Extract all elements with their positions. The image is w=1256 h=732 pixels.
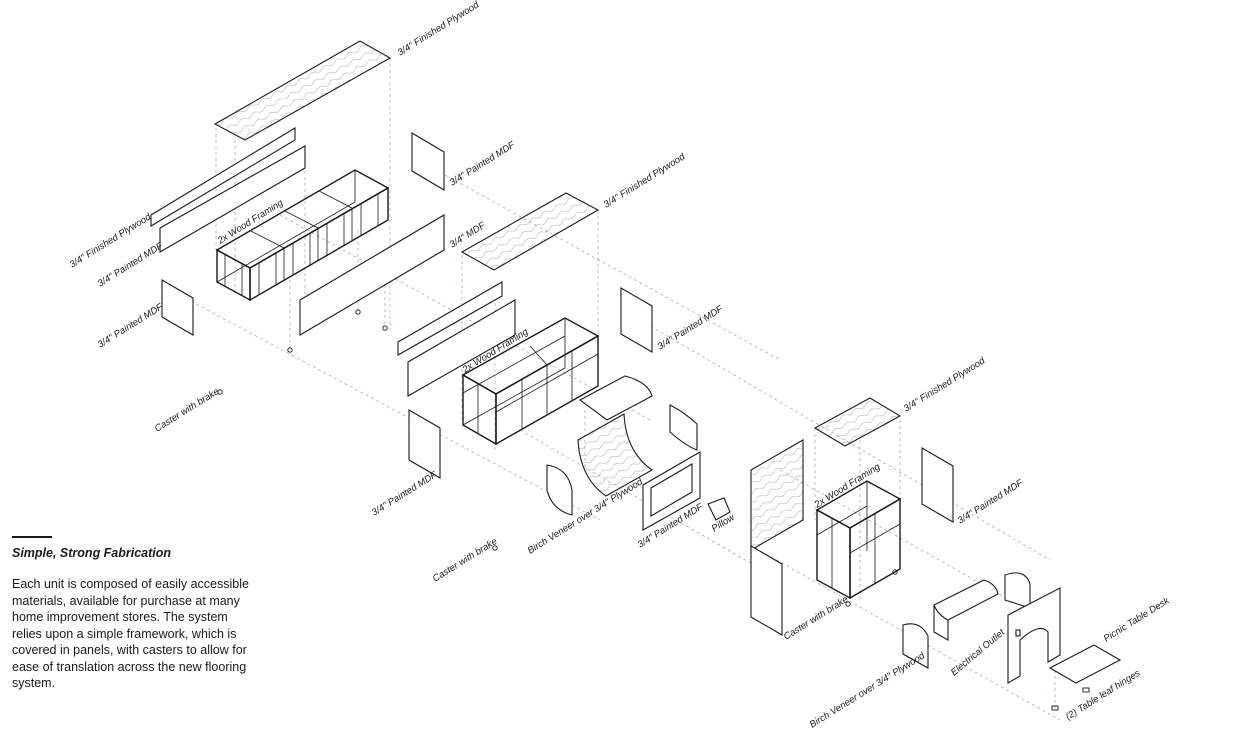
unit2-pillow bbox=[707, 497, 731, 521]
unit3-bench-end bbox=[1004, 572, 1031, 609]
label-unit2-caster: Caster with brake bbox=[431, 536, 500, 585]
unit3-end-mdf bbox=[921, 447, 954, 523]
unit-2: 3/4" Finished Plywood 3/4" Painted MDF 2… bbox=[370, 151, 738, 584]
label-unit2-end-upper-mdf: 3/4" Painted MDF bbox=[656, 303, 726, 353]
unit1-end-lower-mdf bbox=[161, 279, 194, 336]
label-unit1-end-lower-mdf: 3/4" Painted MDF bbox=[96, 301, 166, 351]
label-unit2-end-lower-mdf: 3/4" Painted MDF bbox=[370, 469, 440, 519]
unit2-end-lower-mdf bbox=[408, 409, 441, 479]
caption-block: Simple, Strong Fabrication Each unit is … bbox=[12, 536, 252, 692]
label-unit2-veneer: Birch Veneer over 3/4" Plywood bbox=[526, 476, 646, 556]
unit3-casters bbox=[845, 569, 898, 607]
unit1-end-upper-mdf bbox=[411, 132, 445, 191]
unit3-hinges bbox=[1051, 687, 1090, 711]
unit2-end-upper-mdf bbox=[620, 287, 653, 353]
unit2-wood-framing bbox=[461, 317, 600, 446]
unit3-back-panel bbox=[750, 439, 804, 551]
label-unit1-end-upper-mdf: 3/4" Painted MDF bbox=[448, 139, 518, 189]
unit1-side-plywood-strip bbox=[150, 127, 296, 227]
unit3-outlet-panel bbox=[1007, 587, 1061, 684]
unit1-casters bbox=[217, 309, 388, 395]
unit3-side-panel bbox=[750, 545, 783, 636]
label-unit3-desk: Picnic Table Desk bbox=[1102, 595, 1173, 645]
unit3-top-plywood bbox=[813, 397, 902, 447]
caption-body: Each unit is composed of easily accessib… bbox=[12, 577, 249, 690]
label-unit3-end-mdf: 3/4" Painted MDF bbox=[956, 477, 1026, 527]
unit2-veneer-end bbox=[546, 464, 573, 516]
unit-3: 3/4" Finished Plywood 2x Wood Framing 3/… bbox=[750, 355, 1173, 731]
unit2-seat-panel bbox=[578, 375, 653, 421]
unit2-end-small-panel bbox=[669, 404, 698, 451]
unit2-casters bbox=[492, 545, 498, 551]
unit2-curved-veneer bbox=[577, 413, 654, 497]
unit3-picnic-desk bbox=[1048, 644, 1122, 684]
unit1-wood-framing bbox=[215, 169, 390, 302]
unit1-back-mdf bbox=[299, 214, 445, 336]
caption-rule bbox=[12, 536, 52, 538]
label-unit3-framing: 2x Wood Framing bbox=[812, 461, 883, 511]
label-unit3-outlet: Electrical Outlet bbox=[949, 627, 1007, 678]
unit2-top-plywood bbox=[460, 192, 600, 271]
label-unit1-caster: Caster with brake bbox=[153, 386, 222, 435]
label-unit2-top-plywood: 3/4" Finished Plywood bbox=[602, 151, 688, 210]
unit3-bench-panel bbox=[933, 579, 999, 641]
unit1-top-plywood bbox=[213, 40, 392, 141]
unit2-side-strip-upper bbox=[397, 281, 503, 356]
label-unit3-caster: Caster with brake bbox=[782, 594, 851, 643]
label-unit3-top-plywood: 3/4" Finished Plywood bbox=[902, 355, 988, 414]
unit1-side-mdf-strip bbox=[159, 145, 306, 253]
unit2-mdf-frame-panel bbox=[642, 451, 701, 531]
unit3-veneer-end bbox=[902, 623, 929, 669]
unit2-side-strip-lower bbox=[407, 299, 516, 397]
label-unit3-veneer: Birch Veneer over 3/4" Plywood bbox=[808, 650, 928, 730]
caption-title: Simple, Strong Fabrication bbox=[12, 546, 172, 560]
label-unit1-top-plywood: 3/4" Finished Plywood bbox=[396, 0, 482, 59]
unit3-electrical-outlet bbox=[1015, 629, 1021, 637]
unit3-wood-framing bbox=[815, 480, 902, 600]
